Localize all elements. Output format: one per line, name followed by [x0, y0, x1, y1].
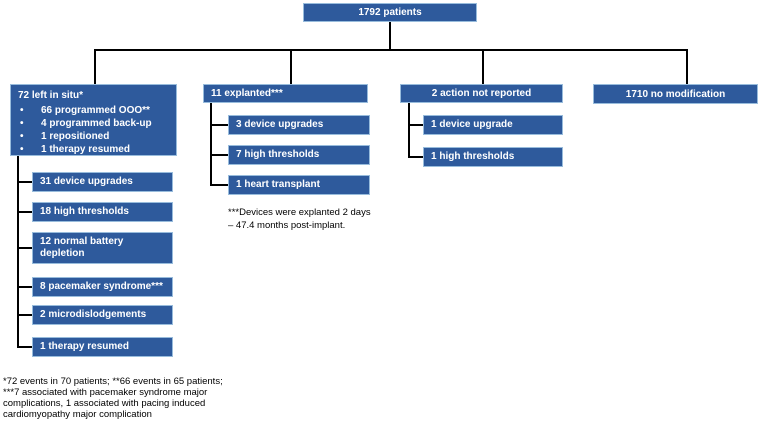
connector-col1-stub-5 — [17, 314, 33, 316]
bullet-icon — [20, 104, 41, 117]
connector-col4-drop — [686, 49, 688, 85]
connector-col2-stub-3 — [210, 184, 229, 186]
node-total-patients: 1792 patients — [303, 3, 477, 22]
node-high-thresholds-1: 1 high thresholds — [423, 147, 563, 167]
node-therapy-resumed-1: 1 therapy resumed — [32, 337, 173, 357]
connector-col1-stub-4 — [17, 286, 33, 288]
connector-col1-drop — [94, 49, 96, 85]
explant-note-line-1: ***Devices were explanted 2 days — [228, 207, 371, 218]
node-high-thresholds-7: 7 high thresholds — [228, 145, 370, 165]
connector-col1-stub-6 — [17, 346, 33, 348]
bullet-text: 1 repositioned — [41, 131, 110, 142]
bullet-icon — [20, 117, 41, 130]
connector-col2-stub-1 — [210, 124, 229, 126]
footnote-line-1: *72 events in 70 patients; **66 events i… — [3, 376, 223, 387]
connector-col3-drop — [482, 49, 484, 85]
connector-col1-stub-2 — [17, 211, 33, 213]
node-normal-battery-depletion-12: 12 normal battery depletion — [32, 232, 173, 264]
node-left-in-situ-title: 72 left in situ* — [18, 90, 84, 101]
node-explanted: 11 explanted*** — [203, 84, 368, 103]
node-device-upgrade-1: 1 device upgrade — [423, 115, 563, 135]
bullet-text: 66 programmed OOO** — [41, 105, 150, 116]
connector-col2-elbow — [210, 103, 212, 186]
bullet-repositioned: 1 repositioned — [20, 130, 176, 143]
connector-col1-elbow — [17, 155, 19, 348]
explant-note: ***Devices were explanted 2 days – 47.4 … — [228, 206, 371, 232]
node-left-in-situ: 72 left in situ* 66 programmed OOO** 4 p… — [10, 84, 177, 156]
connector-col1-stub-1 — [17, 181, 33, 183]
footnote-line-2: ***7 associated with pacemaker syndrome … — [3, 387, 208, 398]
bullet-icon — [20, 143, 41, 156]
bullet-icon — [20, 130, 41, 143]
footnote-line-4: cardiomyopathy major complication — [3, 409, 152, 420]
connector-col2-stub-2 — [210, 154, 229, 156]
explant-note-line-2: – 47.4 months post-implant. — [228, 220, 346, 231]
node-device-upgrades-31: 31 device upgrades — [32, 172, 173, 192]
bullet-text: 4 programmed back-up — [41, 118, 152, 129]
node-heart-transplant-1: 1 heart transplant — [228, 175, 370, 195]
connector-col3-stub-2 — [408, 156, 424, 158]
connector-col3-elbow — [408, 103, 410, 158]
node-no-modification: 1710 no modification — [593, 84, 758, 104]
bullet-text: 1 therapy resumed — [41, 144, 130, 155]
node-device-upgrades-3: 3 device upgrades — [228, 115, 370, 135]
connector-col3-stub-1 — [408, 124, 424, 126]
footnote-line-3: complications, 1 associated with pacing … — [3, 398, 206, 409]
node-action-not-reported: 2 action not reported — [400, 84, 563, 103]
connector-col2-drop — [290, 49, 292, 85]
bullet-programmed-ooo: 66 programmed OOO** — [20, 104, 176, 117]
connector-col1-stub-3 — [17, 247, 33, 249]
connector-main-horizontal — [94, 49, 688, 51]
connector-root-stem — [389, 22, 391, 50]
node-microdislodgements-2: 2 microdislodgements — [32, 305, 173, 325]
bullet-therapy-resumed: 1 therapy resumed — [20, 143, 176, 156]
footnote-text: *72 events in 70 patients; **66 events i… — [3, 376, 223, 420]
node-pacemaker-syndrome-8: 8 pacemaker syndrome*** — [32, 277, 173, 297]
bullet-programmed-backup: 4 programmed back-up — [20, 117, 176, 130]
node-high-thresholds-18: 18 high thresholds — [32, 202, 173, 222]
